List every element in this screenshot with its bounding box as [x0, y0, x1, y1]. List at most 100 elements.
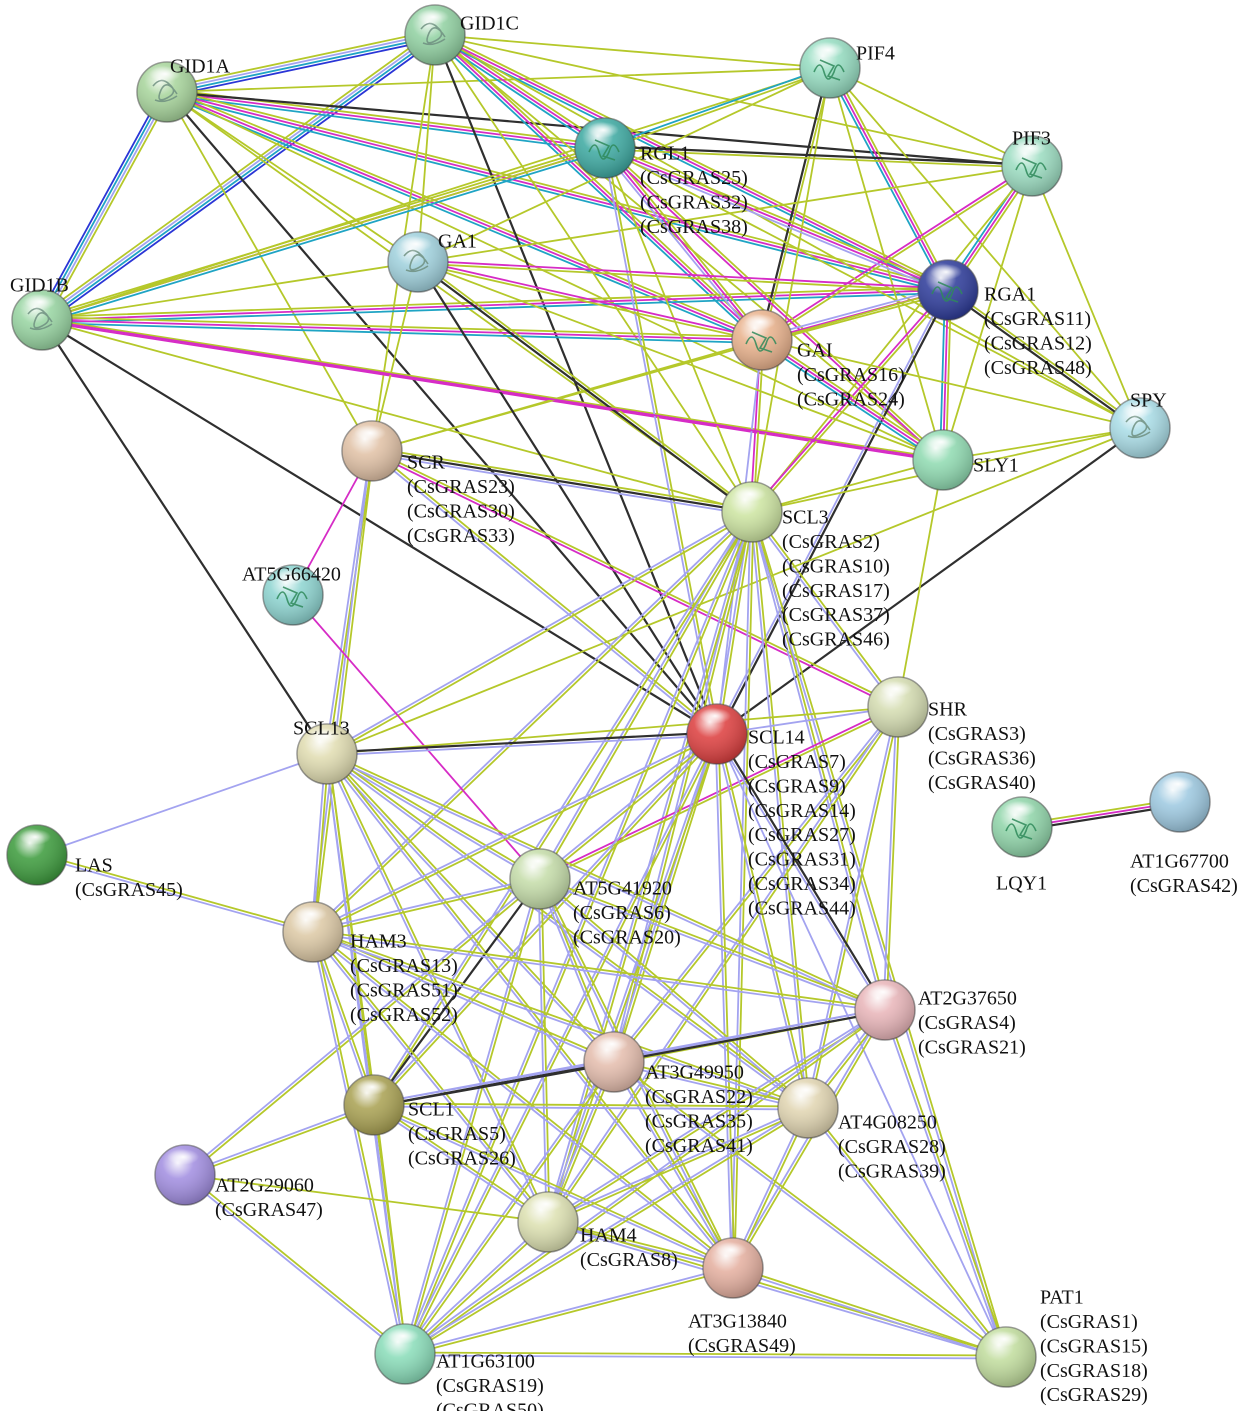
- node-label-at3g49950-line-1: (CsGRAS22): [645, 1086, 753, 1108]
- node-at3g13840[interactable]: AT3G13840(CsGRAS49): [688, 1237, 796, 1357]
- edge-line-textmining: [717, 733, 736, 1269]
- node-label-at3g49950-line-0: AT3G49950: [645, 1062, 744, 1084]
- edge-shr-scl13: [326, 706, 899, 755]
- edge-shr-at4g08250: [805, 705, 901, 1110]
- node-at1g67700[interactable]: AT1G67700(CsGRAS42): [1130, 771, 1238, 897]
- node-at1g63100[interactable]: AT1G63100(CsGRAS19)(CsGRAS50): [374, 1323, 544, 1411]
- node-at5g41920[interactable]: AT5G41920(CsGRAS6)(CsGRAS20): [509, 848, 681, 948]
- edge-at4g08250-ham4: [546, 1105, 810, 1225]
- node-at5g66420[interactable]: AT5G66420: [242, 564, 341, 626]
- edge-ga1-scl14: [416, 260, 719, 736]
- node-gid1c[interactable]: GID1C: [404, 4, 519, 66]
- edge-line-database: [166, 35, 437, 95]
- edge-ham3-at2g37650: [311, 929, 887, 1013]
- edge-line-homology: [546, 1222, 1007, 1360]
- edge-scl14-at5g41920: [538, 731, 719, 882]
- node-label-scl14-line-6: (CsGRAS34): [748, 873, 856, 895]
- edge-line-coexpression: [416, 260, 719, 736]
- edge-line-homology: [183, 1175, 405, 1357]
- node-scl13[interactable]: SCL13: [293, 718, 358, 785]
- node-label-rgl1-line-2: (CsGRAS32): [640, 191, 748, 213]
- node-label-at1g63100-line-2: (CsGRAS50): [436, 1399, 544, 1411]
- node-gloss: [356, 1079, 388, 1095]
- node-label-at1g67700-line-1: (CsGRAS42): [1130, 875, 1238, 897]
- edge-gai-sly1: [759, 336, 946, 464]
- edge-line-textmining: [604, 147, 753, 513]
- node-at3g49950[interactable]: AT3G49950(CsGRAS22)(CsGRAS35)(CsGRAS41): [583, 1031, 753, 1157]
- node-gid1b[interactable]: GID1B: [10, 275, 73, 351]
- edge-line-cooccurrence: [167, 38, 437, 98]
- node-label-at4g08250-line-2: (CsGRAS39): [838, 1160, 946, 1182]
- node-label-scl3-line-2: (CsGRAS10): [782, 555, 890, 577]
- node-gloss: [24, 294, 56, 310]
- node-at2g29060[interactable]: AT2G29060(CsGRAS47): [154, 1144, 323, 1221]
- edge-line-textmining: [1031, 165, 1141, 429]
- edge-line-homology: [324, 449, 372, 755]
- edge-line-homology: [35, 855, 314, 935]
- node-label-at3g13840-line-1: (CsGRAS49): [688, 1335, 796, 1357]
- edge-line-textmining: [539, 876, 887, 1010]
- edge-line-experimental: [603, 148, 943, 463]
- node-sly1[interactable]: SLY1: [912, 429, 1019, 491]
- node-ga1[interactable]: GA1: [387, 231, 477, 293]
- edge-line-textmining: [942, 427, 1141, 461]
- node-label-at2g29060-line-0: AT2G29060: [215, 1175, 314, 1197]
- node-scl3[interactable]: SCL3(CsGRAS2)(CsGRAS10)(CsGRAS17)(CsGRAS…: [721, 481, 890, 651]
- edge-line-homology: [404, 1354, 1007, 1360]
- edge-line-experimental: [40, 320, 944, 463]
- node-gloss: [295, 906, 327, 922]
- edge-rga1-spy: [946, 287, 1142, 431]
- node-spy[interactable]: SPY: [1109, 390, 1171, 459]
- edge-line-homology: [371, 732, 717, 1105]
- node-pif3[interactable]: PIF3: [1001, 128, 1063, 197]
- node-scl14[interactable]: SCL14(CsGRAS7)(CsGRAS9)(CsGRAS14)(CsGRAS…: [686, 703, 856, 919]
- edge-line-textmining: [326, 512, 754, 757]
- node-label-scl3-line-5: (CsGRAS46): [782, 629, 890, 651]
- node-rgl1[interactable]: RGL1(CsGRAS25)(CsGRAS32)(CsGRAS38): [574, 117, 748, 238]
- edge-at5g41920-ham3: [311, 876, 542, 935]
- edge-at3g49950-at1g63100: [402, 1060, 617, 1356]
- edge-scl13-at3g49950: [325, 752, 616, 1064]
- node-at4g08250[interactable]: AT4G08250(CsGRAS28)(CsGRAS39): [777, 1077, 946, 1182]
- edge-line-homology: [546, 1007, 886, 1222]
- edge-line-textmining: [326, 706, 899, 755]
- node-at2g37650[interactable]: AT2G37650(CsGRAS4)(CsGRAS21): [854, 979, 1026, 1058]
- node-pat1[interactable]: PAT1(CsGRAS1)(CsGRAS15)(CsGRAS18)(CsGRAS…: [975, 1287, 1148, 1411]
- node-ham4[interactable]: HAM4(CsGRAS8): [517, 1191, 678, 1271]
- node-label-shr-line-2: (CsGRAS36): [928, 747, 1036, 769]
- helix-structure-icon: [588, 139, 620, 161]
- node-rga1[interactable]: RGA1(CsGRAS11)(CsGRAS12)(CsGRAS48): [917, 259, 1092, 379]
- edge-line-textmining: [417, 165, 1033, 263]
- edge-scr-scl14: [370, 448, 719, 737]
- edge-line-homology: [372, 1059, 615, 1105]
- edge-line-experimental: [417, 259, 764, 340]
- edge-line-textmining: [717, 732, 811, 1109]
- edge-line-textmining: [762, 67, 833, 342]
- edge-line-textmining: [312, 929, 887, 1010]
- node-label-at3g13840-line-0: AT3G13840: [688, 1311, 787, 1333]
- edge-line-homology: [714, 733, 808, 1110]
- edge-line-homology: [612, 1062, 809, 1111]
- edge-line-textmining: [41, 317, 945, 460]
- edge-line-homology: [370, 451, 717, 737]
- node-scr[interactable]: SCR(CsGRAS23)(CsGRAS30)(CsGRAS33): [341, 420, 515, 547]
- edge-line-textmining: [540, 876, 810, 1108]
- edge-line-textmining: [371, 448, 900, 707]
- node-shr[interactable]: SHR(CsGRAS3)(CsGRAS36)(CsGRAS40): [867, 676, 1036, 794]
- node-gloss: [19, 829, 51, 845]
- node-gid1a[interactable]: GID1A: [136, 56, 231, 123]
- edge-line-homology: [325, 754, 614, 1064]
- edge-line-homology: [601, 148, 761, 343]
- node-label-ham3-line-2: (CsGRAS51): [350, 979, 458, 1001]
- edge-line-experimental: [41, 289, 949, 321]
- node-ham3[interactable]: HAM3(CsGRAS13)(CsGRAS51)(CsGRAS52): [282, 901, 458, 1026]
- node-pif4[interactable]: PIF4: [799, 37, 895, 99]
- node-scl1[interactable]: SCL1(CsGRAS5)(CsGRAS26): [343, 1074, 516, 1169]
- node-gai[interactable]: GAI(CsGRAS16)(CsGRAS24): [731, 309, 905, 410]
- edge-line-experimental: [749, 288, 948, 512]
- edge-line-homology: [372, 1105, 734, 1271]
- node-label-ham4-line-1: (CsGRAS8): [580, 1249, 678, 1271]
- node-las[interactable]: LAS(CsGRAS45): [6, 824, 183, 901]
- node-lqy1[interactable]: LQY1: [991, 796, 1053, 895]
- edge-line-homology: [402, 1060, 614, 1355]
